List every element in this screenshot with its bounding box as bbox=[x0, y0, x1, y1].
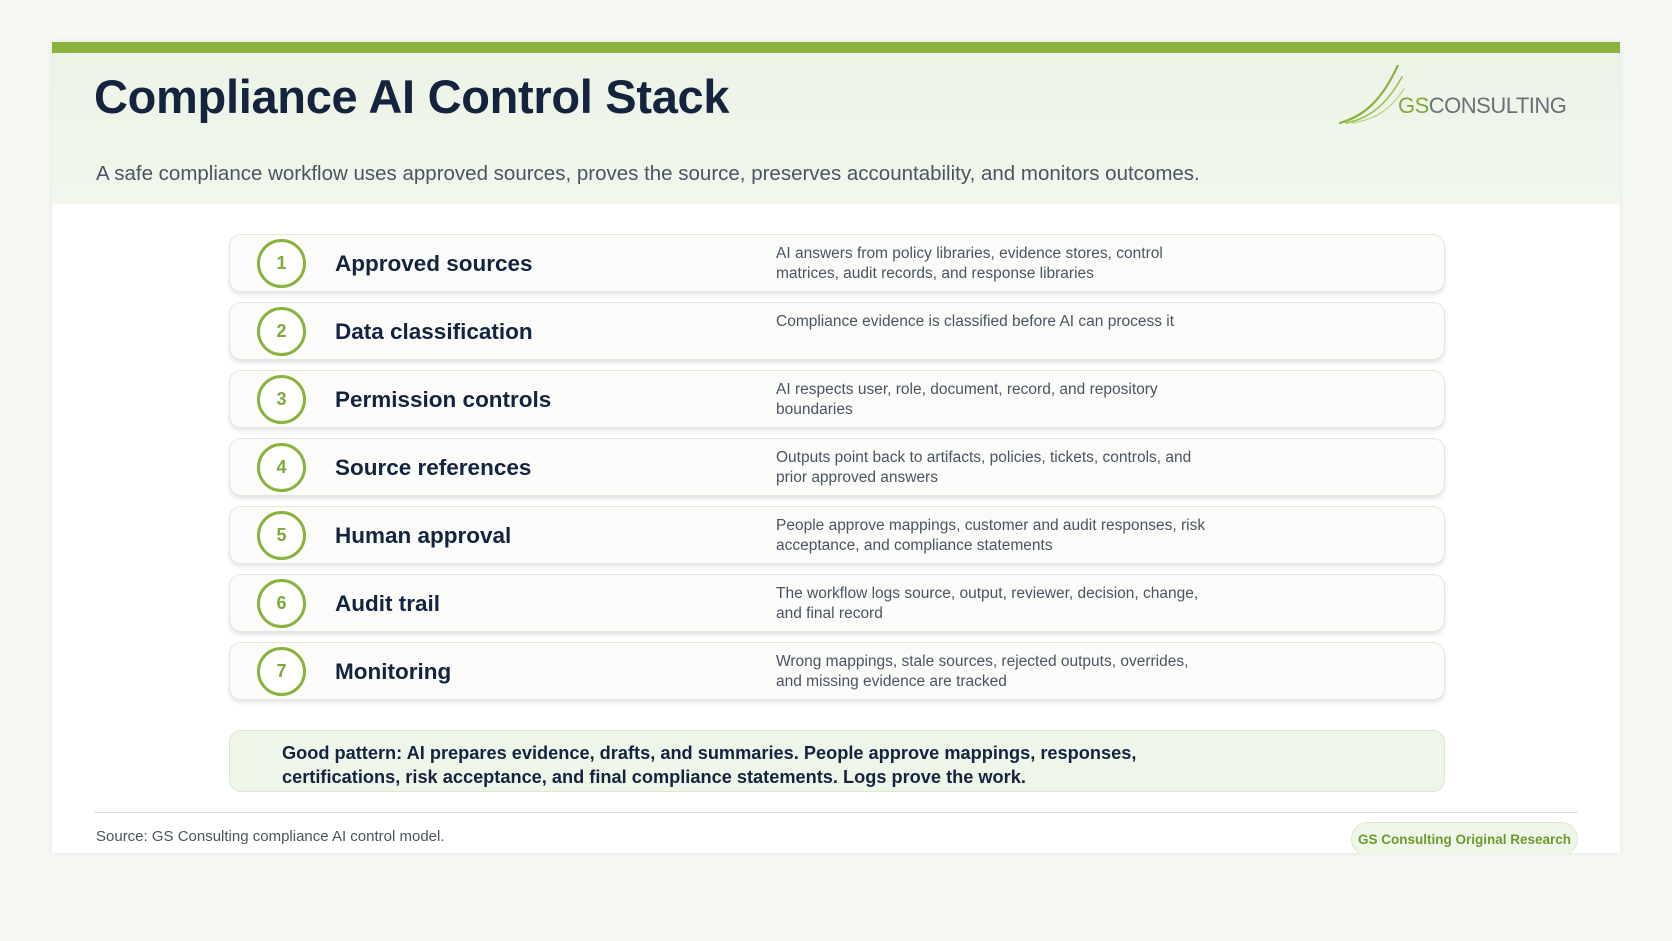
page-subtitle: A safe compliance workflow uses approved… bbox=[96, 162, 1200, 185]
step-number: 4 bbox=[257, 443, 306, 492]
good-pattern-callout: Good pattern: AI prepares evidence, draf… bbox=[229, 730, 1445, 792]
step-row: 2 Data classification Compliance evidenc… bbox=[229, 302, 1445, 360]
step-number: 6 bbox=[257, 579, 306, 628]
step-description: People approve mappings, customer and au… bbox=[776, 517, 1206, 554]
step-description: AI respects user, role, document, record… bbox=[776, 381, 1158, 418]
research-badge: GS Consulting Original Research bbox=[1351, 822, 1578, 853]
step-description: Compliance evidence is classified before… bbox=[776, 313, 1175, 330]
step-title: Permission controls bbox=[335, 387, 552, 412]
step-row: 5 Human approval People approve mappings… bbox=[229, 506, 1445, 564]
step-title: Source references bbox=[335, 455, 532, 480]
step-title: Data classification bbox=[335, 319, 533, 344]
logo-swoosh-icon bbox=[1338, 65, 1405, 125]
slide: Compliance AI Control Stack A safe compl… bbox=[52, 42, 1620, 853]
step-row: 7 Monitoring Wrong mappings, stale sourc… bbox=[229, 642, 1445, 700]
accent-bar bbox=[52, 42, 1620, 53]
logo-wordmark: GSCONSULTING bbox=[1398, 93, 1567, 118]
step-title: Approved sources bbox=[335, 251, 533, 276]
page-title: Compliance AI Control Stack bbox=[94, 70, 730, 123]
step-description: Wrong mappings, stale sources, rejected … bbox=[776, 653, 1189, 690]
step-title: Human approval bbox=[335, 523, 512, 548]
step-description: The workflow logs source, output, review… bbox=[776, 585, 1199, 622]
step-row: 3 Permission controls AI respects user, … bbox=[229, 370, 1445, 428]
step-number: 7 bbox=[257, 647, 306, 696]
step-row: 1 Approved sources AI answers from polic… bbox=[229, 234, 1445, 292]
source-note: Source: GS Consulting compliance AI cont… bbox=[96, 828, 445, 845]
step-description: Outputs point back to artifacts, policie… bbox=[776, 449, 1192, 486]
step-row: 4 Source references Outputs point back t… bbox=[229, 438, 1445, 496]
step-description: AI answers from policy libraries, eviden… bbox=[776, 245, 1163, 282]
step-number: 2 bbox=[257, 307, 306, 356]
gs-consulting-logo: GSCONSULTING bbox=[1338, 65, 1583, 127]
header: Compliance AI Control Stack A safe compl… bbox=[52, 53, 1620, 204]
step-number: 3 bbox=[257, 375, 306, 424]
good-pattern-text: Good pattern: AI prepares evidence, draf… bbox=[282, 743, 1137, 787]
step-row: 6 Audit trail The workflow logs source, … bbox=[229, 574, 1445, 632]
step-title: Monitoring bbox=[335, 659, 452, 684]
footer-divider bbox=[94, 812, 1578, 813]
step-number: 1 bbox=[257, 239, 306, 288]
step-number: 5 bbox=[257, 511, 306, 560]
step-title: Audit trail bbox=[335, 591, 440, 616]
